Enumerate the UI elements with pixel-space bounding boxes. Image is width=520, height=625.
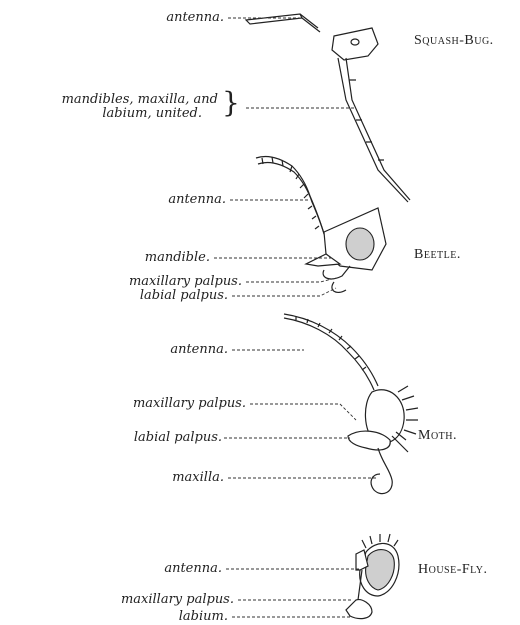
moth-maxilla-label: maxilla. — [106, 471, 224, 485]
beetle-labial-palpus-leader — [232, 288, 336, 296]
house-fly-antenna-label: antenna. — [100, 562, 222, 576]
beetle-maxillary-palpus-label: maxillary palpus. — [60, 275, 242, 289]
moth-title: Moth. — [418, 428, 457, 444]
beetle-title: Beetle. — [414, 247, 461, 263]
beetle-labial-palpus-label: labial palpus. — [60, 289, 228, 303]
moth-maxillary-palpus-leader — [250, 404, 356, 420]
squash-bug-brace-icon: } — [222, 89, 240, 117]
beetle-maxillary-palpus-leader — [246, 278, 336, 282]
moth-maxillary-palpus-label: maxillary palpus. — [60, 397, 246, 411]
squash-bug-mouthparts-label-line2: labium, united. — [0, 107, 202, 121]
house-fly-head-drawing — [346, 534, 399, 619]
house-fly-maxillary-palpus-label: maxillary palpus. — [60, 593, 234, 607]
beetle-antenna-label: antenna. — [106, 193, 226, 207]
beetle-head-drawing — [256, 156, 386, 292]
squash-bug-antenna-label: antenna. — [112, 11, 224, 25]
house-fly-title: House-Fly. — [418, 562, 488, 578]
moth-labial-palpus-label: labial palpus. — [60, 431, 222, 445]
squash-bug-title: Squash-Bug. — [414, 33, 494, 49]
moth-head-drawing — [284, 314, 418, 494]
house-fly-labium-label: labium. — [100, 610, 228, 624]
moth-antenna-label: antenna. — [108, 343, 228, 357]
beetle-mandible-label: mandible. — [96, 251, 210, 265]
squash-bug-mouthparts-label-line1: mandibles, maxilla, and — [0, 93, 218, 107]
